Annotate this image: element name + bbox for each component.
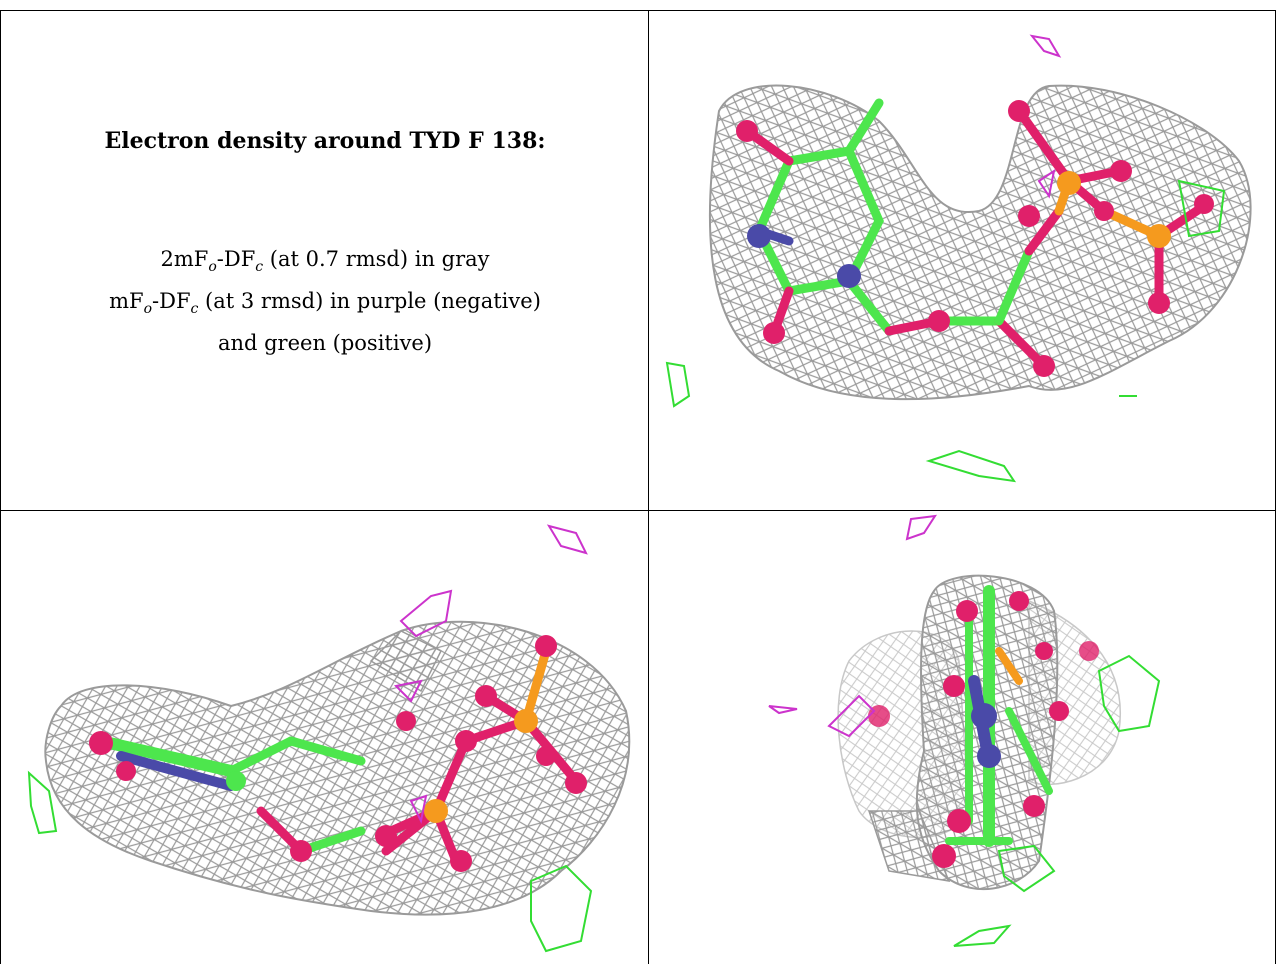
border-middle-horizontal xyxy=(0,510,1276,511)
legend-line-2: mFo-DFc (at 3 rmsd) in purple (negative) xyxy=(109,289,541,318)
density-view-bottom-right xyxy=(649,511,1275,964)
border-left xyxy=(0,10,1,964)
density-view-top-right xyxy=(649,11,1275,510)
legend-line-1: 2mFo-DFc (at 0.7 rmsd) in gray xyxy=(160,247,490,276)
caption-cell: Electron density around TYD F 138: 2mFo-… xyxy=(1,11,648,510)
legend-text: 2mFo-DFc (at 0.7 rmsd) in gray mFo-DFc (… xyxy=(1,242,648,360)
difference-density xyxy=(768,514,1161,947)
border-middle-vertical xyxy=(648,10,649,964)
difference-density xyxy=(27,524,593,953)
atoms xyxy=(89,635,587,872)
page-title: Electron density around TYD F 138: xyxy=(104,128,546,154)
density-view-bottom-left xyxy=(1,511,648,964)
atoms xyxy=(736,100,1214,377)
difference-density xyxy=(665,34,1226,483)
border-top xyxy=(0,10,1276,11)
legend-line-3: and green (positive) xyxy=(217,331,433,356)
